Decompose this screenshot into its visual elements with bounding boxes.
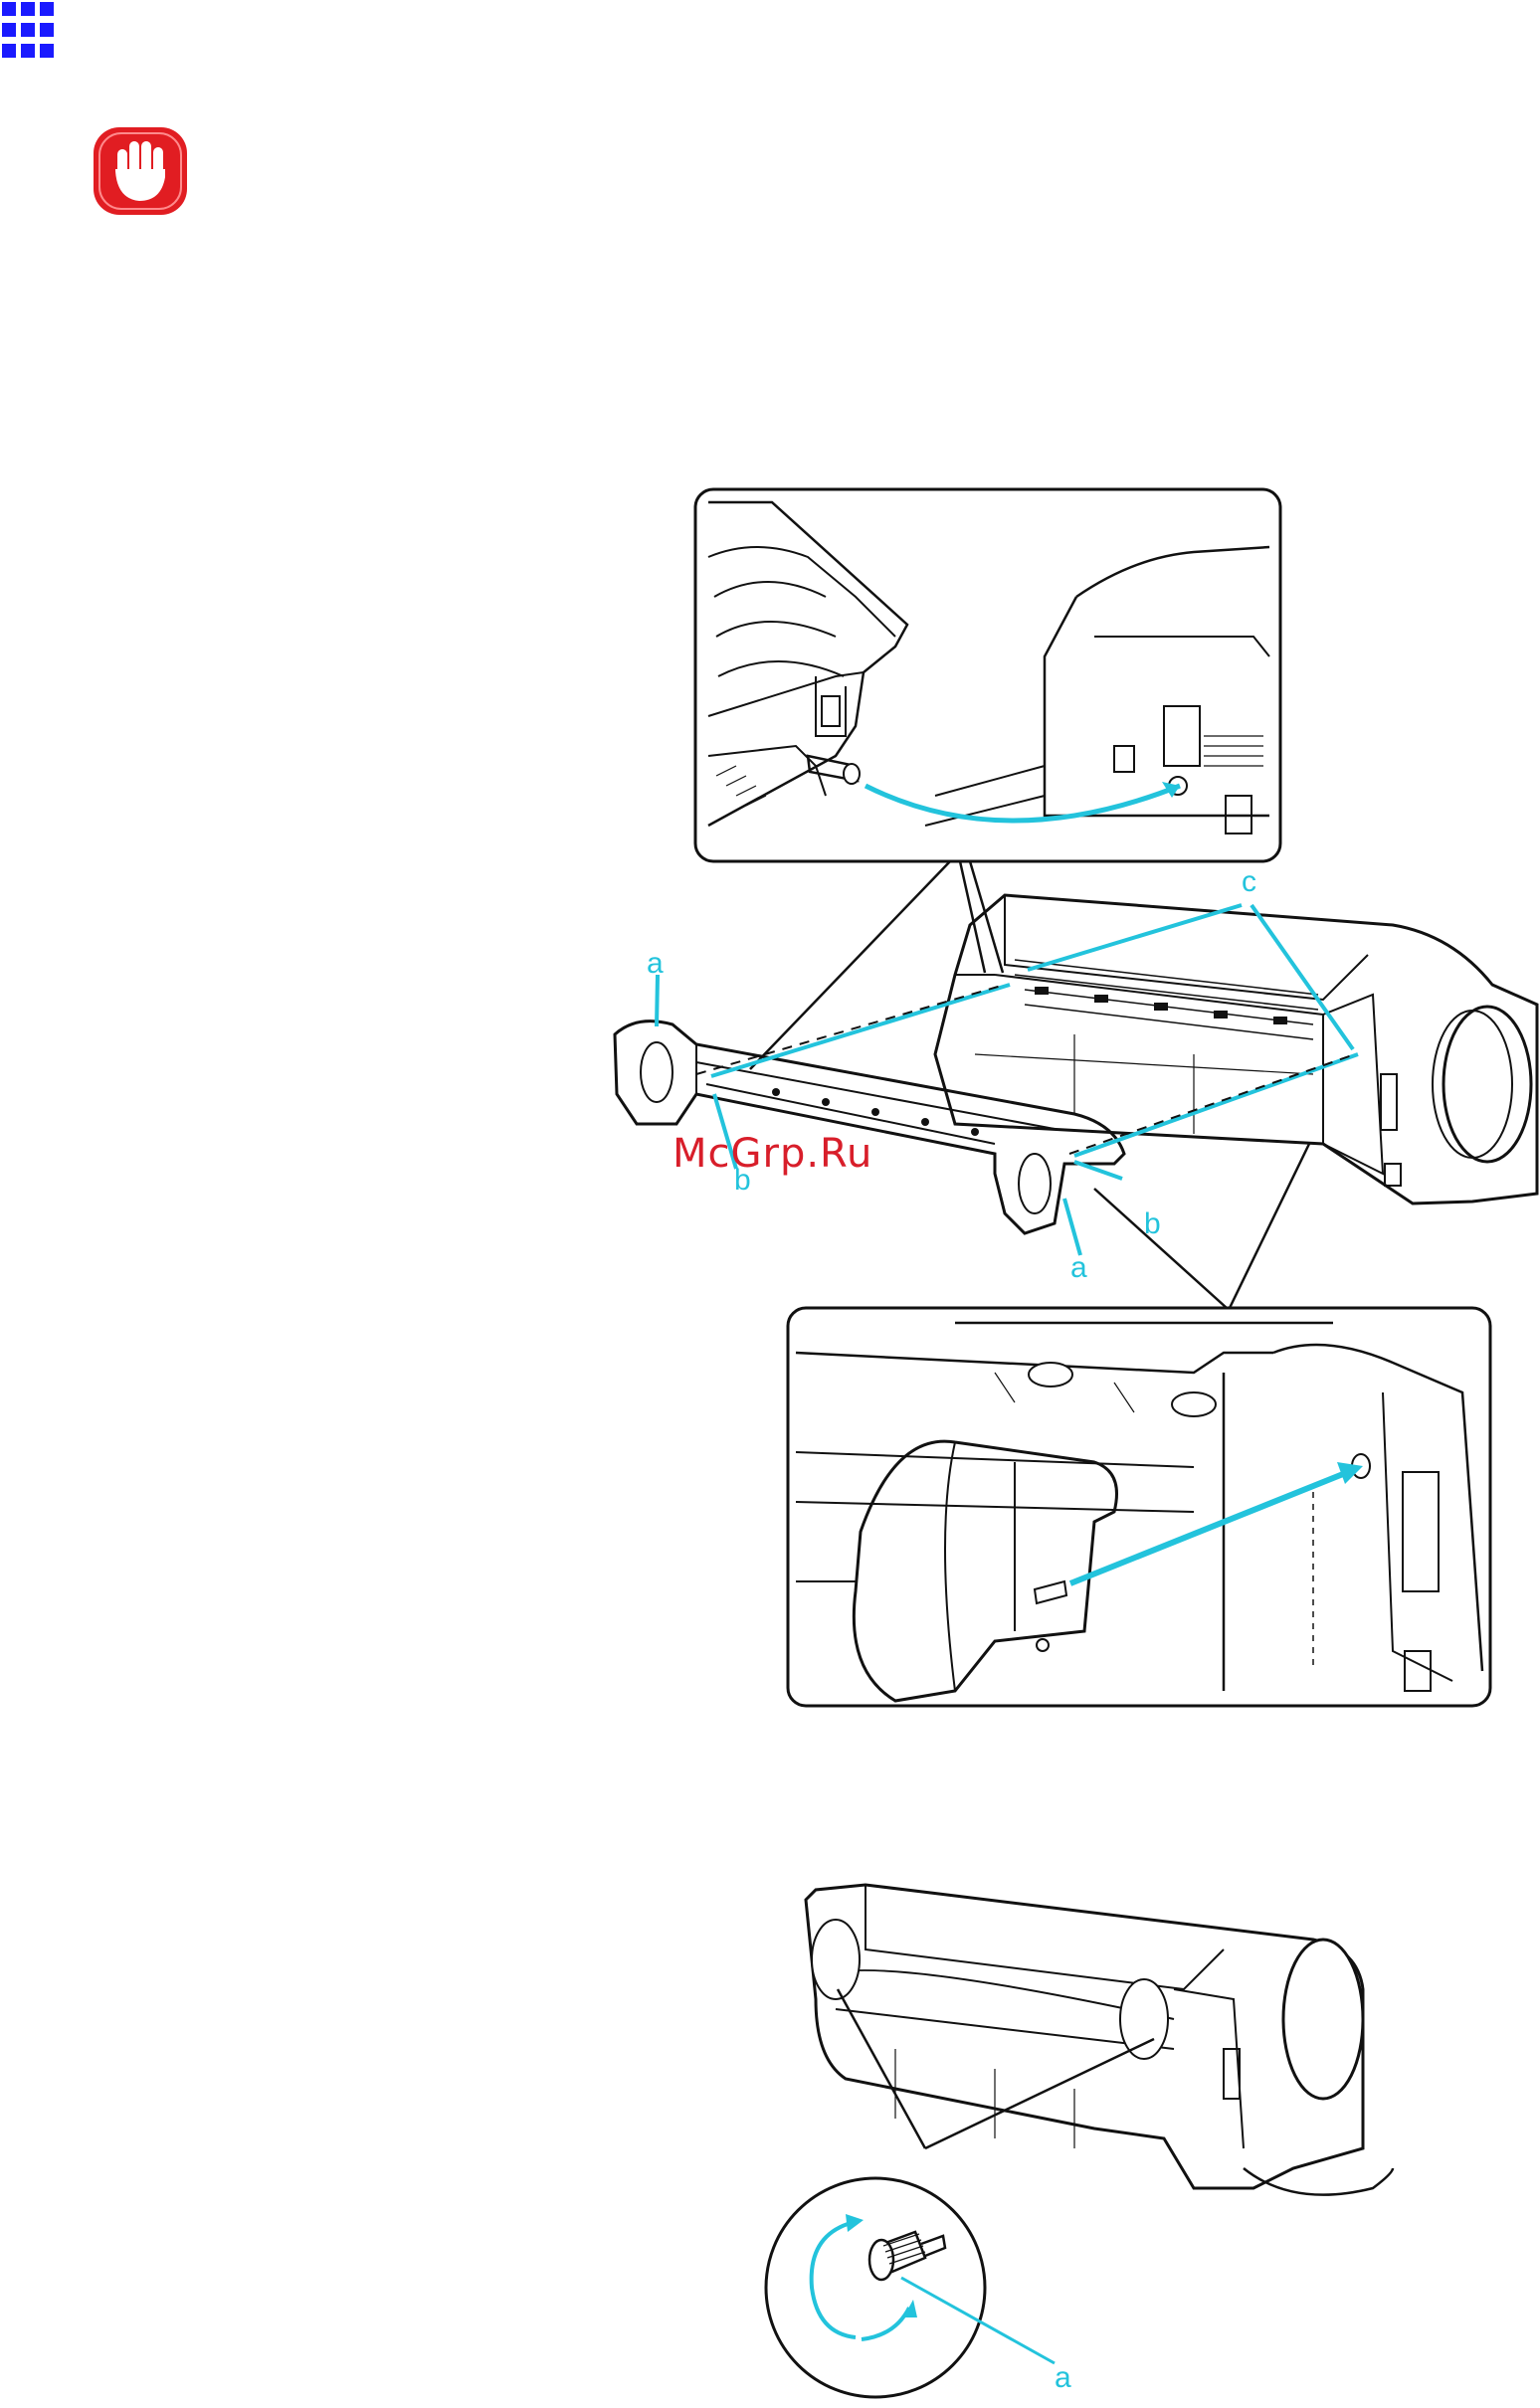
printer-bottom — [766, 1885, 1393, 2397]
label-a-left: a — [647, 947, 664, 981]
watermark-text: McGrp.Ru — [673, 1131, 872, 1177]
inset-top-detail — [695, 489, 1280, 861]
label-b-right: b — [1144, 1207, 1161, 1241]
printer-middle — [615, 895, 1537, 1255]
inset-bottom-detail — [788, 1308, 1490, 1706]
label-c: c — [1242, 865, 1256, 899]
label-a-screw: a — [1055, 2361, 1071, 2395]
label-a-right: a — [1070, 1251, 1087, 1285]
